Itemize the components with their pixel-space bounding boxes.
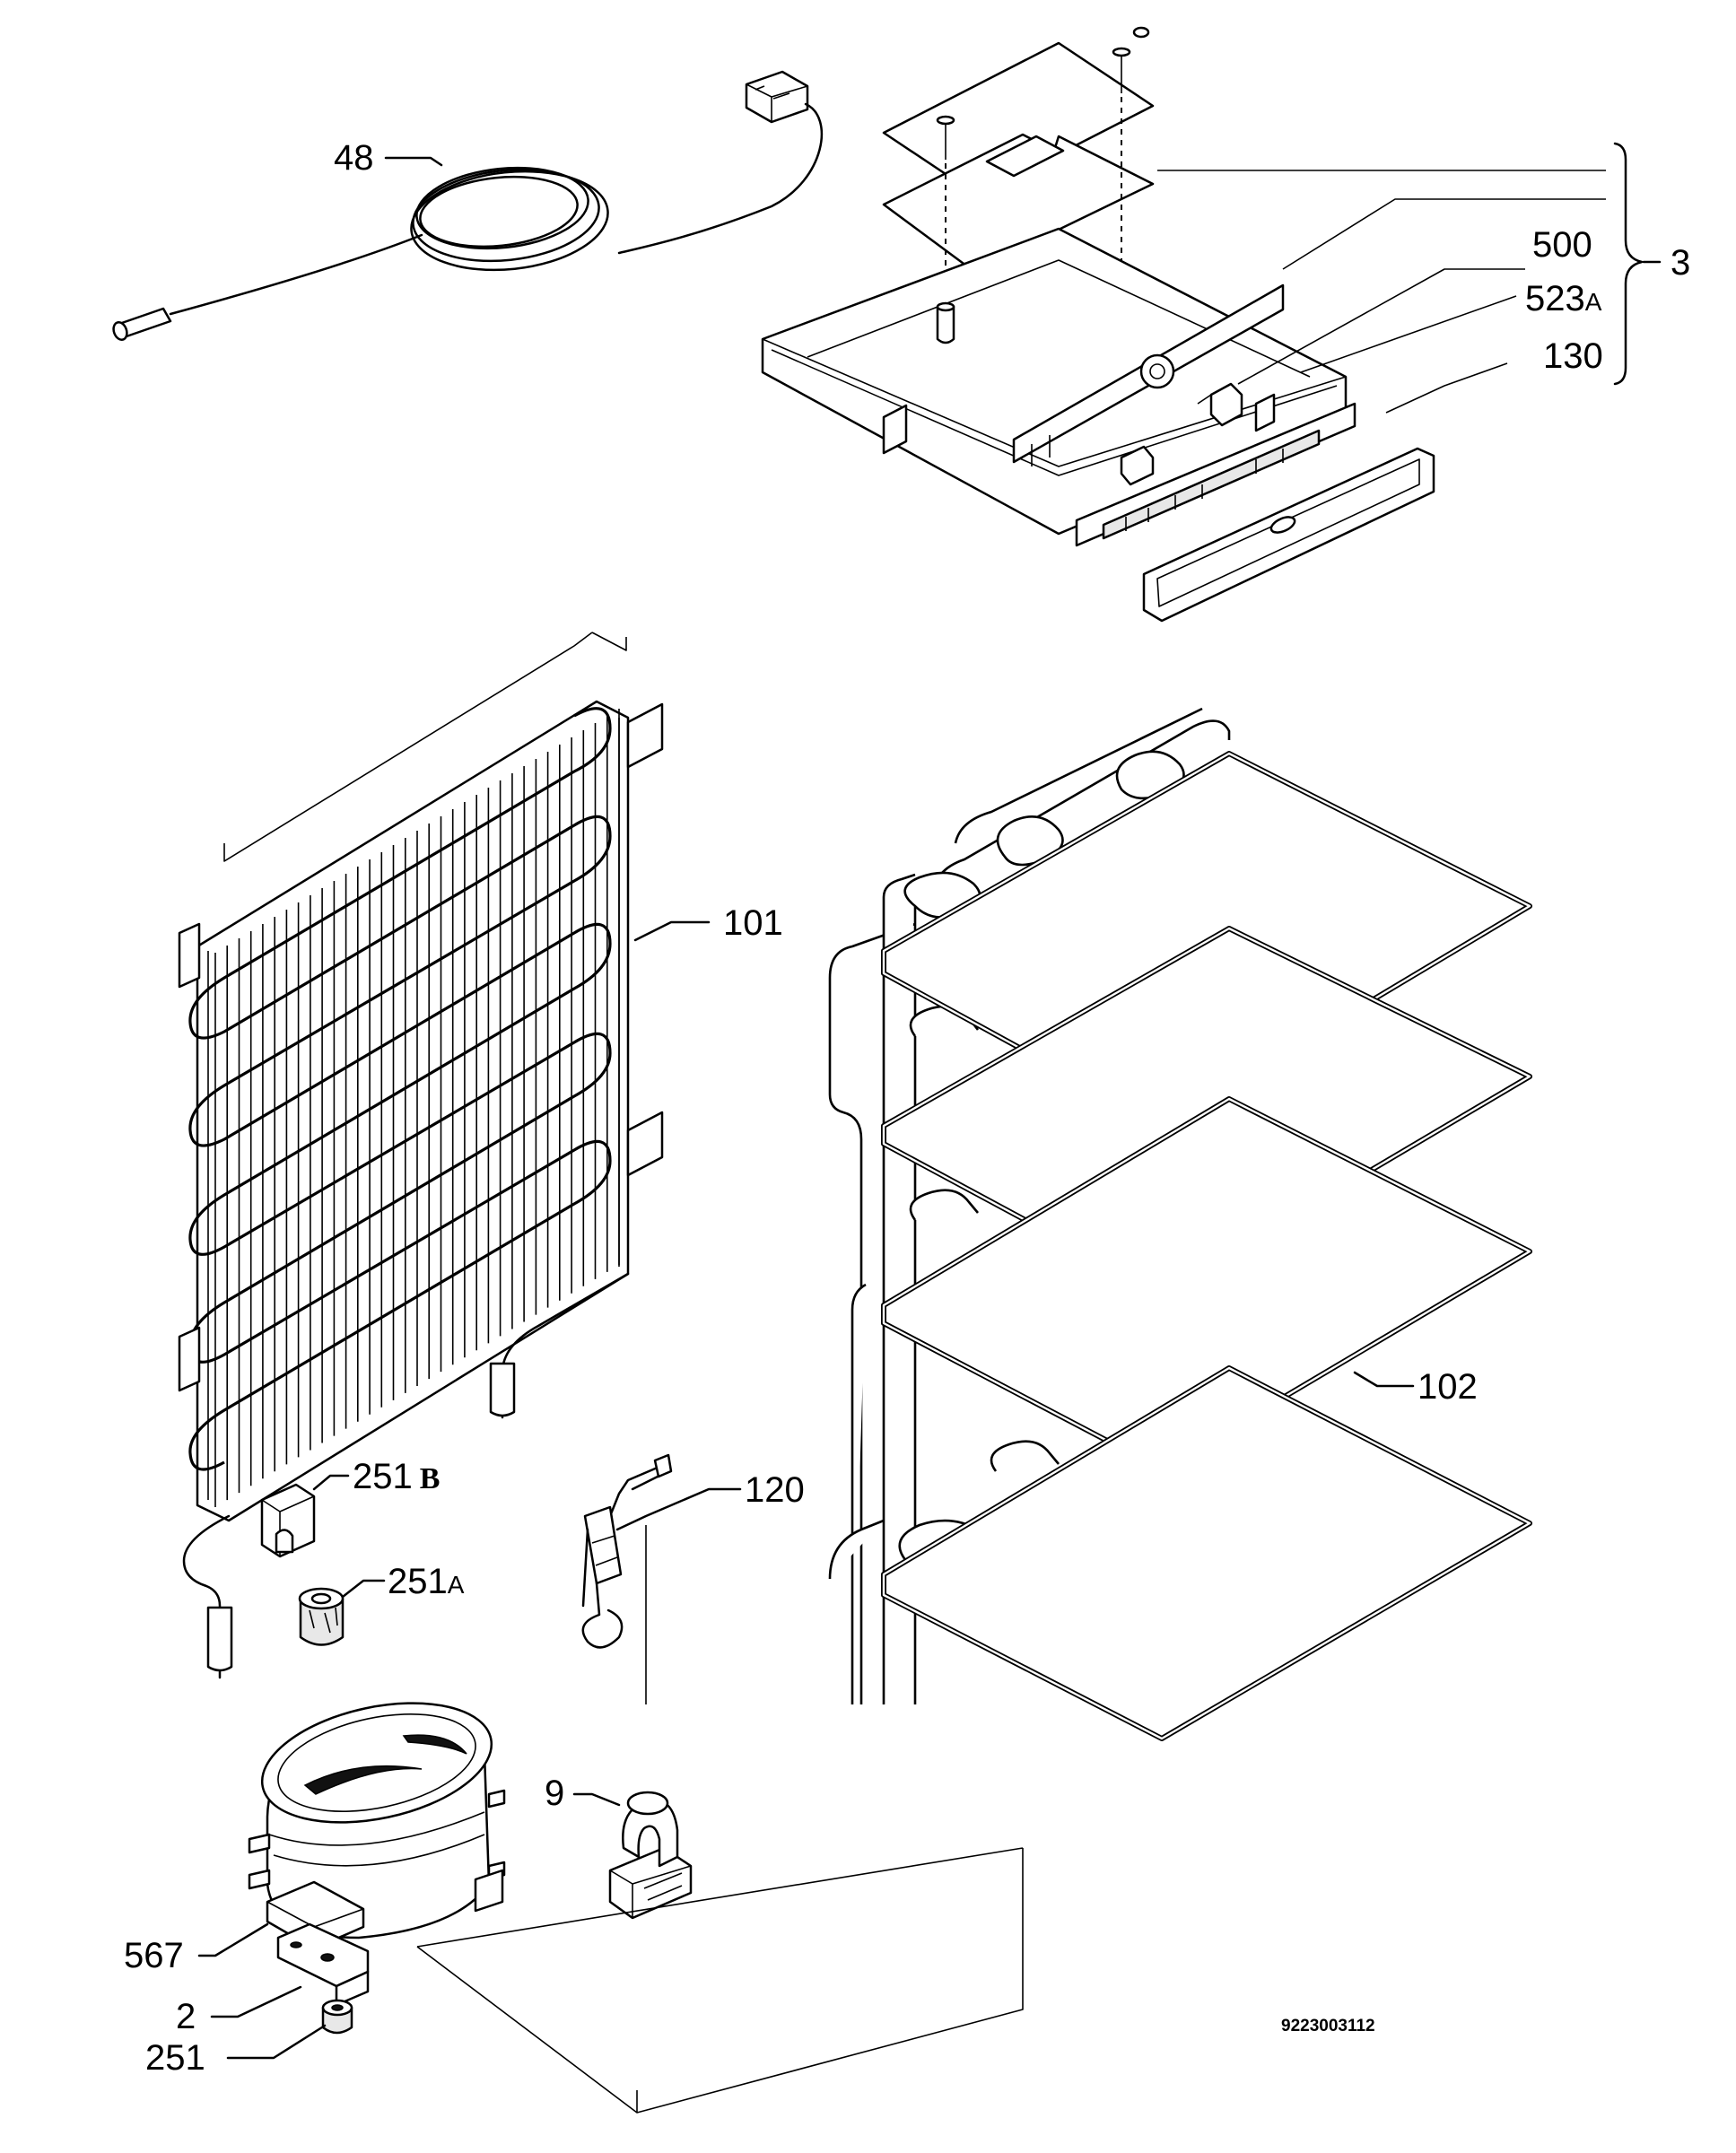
part-label-251: 251 [145, 2024, 327, 2078]
condenser-icon [178, 632, 664, 1679]
part-number: 523A [1525, 279, 1602, 318]
part-label-48: 48 [334, 138, 443, 178]
mounting-plate-icon [266, 1880, 370, 2007]
rubber-foot-icon [321, 1999, 353, 2035]
part-label-567: 567 [124, 1922, 269, 1975]
part-number: 48 [334, 138, 374, 178]
part-number: 500 [1532, 225, 1592, 265]
part-number: 567 [124, 1936, 184, 1975]
part-label-523a: 523A [1525, 279, 1602, 318]
part-number: 251A [388, 1562, 465, 1601]
part-label-101: 101 [633, 903, 783, 943]
part-label-2: 2 [176, 1985, 302, 2036]
part-label-251a: 251A [341, 1562, 465, 1601]
sleeve-icon [298, 1587, 345, 1646]
part-number: 9 [545, 1774, 564, 1813]
part-label-3: 3 [1642, 243, 1690, 283]
part-label-102: 102 [1353, 1367, 1478, 1407]
part-number: 130 [1543, 336, 1603, 376]
part-number: 251 [145, 2038, 205, 2078]
drawing-code: 9223003112 [1281, 2017, 1375, 2035]
part-label-9: 9 [545, 1774, 621, 1813]
front-trim-icon [1142, 447, 1435, 623]
part-label-130: 130 [1543, 336, 1603, 376]
grommet-icon [260, 1483, 316, 1558]
part-number: 120 [745, 1470, 805, 1510]
relay-icon [608, 1791, 693, 1920]
part-number: 101 [723, 903, 783, 943]
part-label-120: 120 [615, 1470, 805, 1704]
drier-filter-icon [581, 1453, 673, 1649]
part-number: 2 [176, 1997, 196, 2036]
compressor-icon [248, 1702, 1024, 2114]
part-number: 102 [1418, 1367, 1478, 1407]
control-panel-icon [761, 26, 1357, 547]
evaporator-shelves-icon [828, 707, 1532, 1741]
part-number: 3 [1671, 243, 1690, 283]
assembly-bracket-icon [1157, 142, 1644, 414]
sensor-cable-icon [112, 70, 824, 341]
part-label-500: 500 [1532, 225, 1592, 265]
